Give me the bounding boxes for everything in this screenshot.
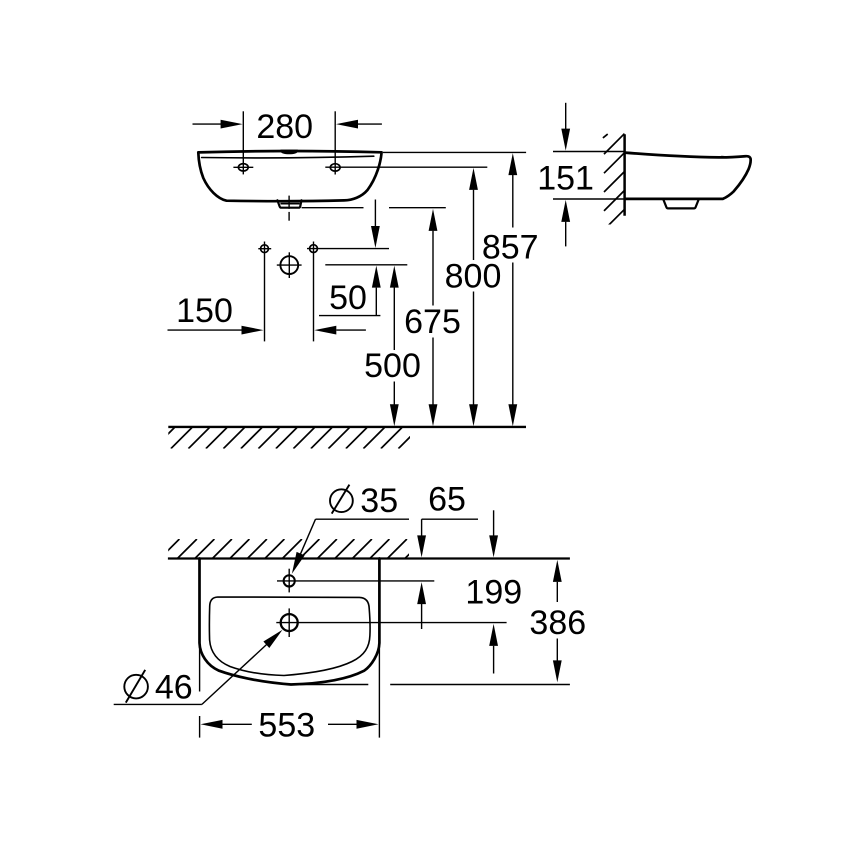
svg-text:553: 553 (258, 706, 315, 744)
svg-text:35: 35 (360, 482, 398, 520)
svg-text:46: 46 (155, 668, 193, 706)
svg-text:199: 199 (465, 574, 522, 612)
svg-text:500: 500 (364, 347, 421, 385)
svg-text:151: 151 (537, 159, 594, 197)
svg-text:65: 65 (428, 481, 466, 519)
svg-text:386: 386 (529, 604, 586, 642)
svg-text:280: 280 (256, 108, 313, 146)
svg-text:857: 857 (482, 229, 539, 267)
svg-text:50: 50 (329, 279, 367, 317)
svg-text:150: 150 (176, 292, 233, 330)
svg-text:675: 675 (404, 303, 461, 341)
svg-text:800: 800 (445, 257, 502, 295)
